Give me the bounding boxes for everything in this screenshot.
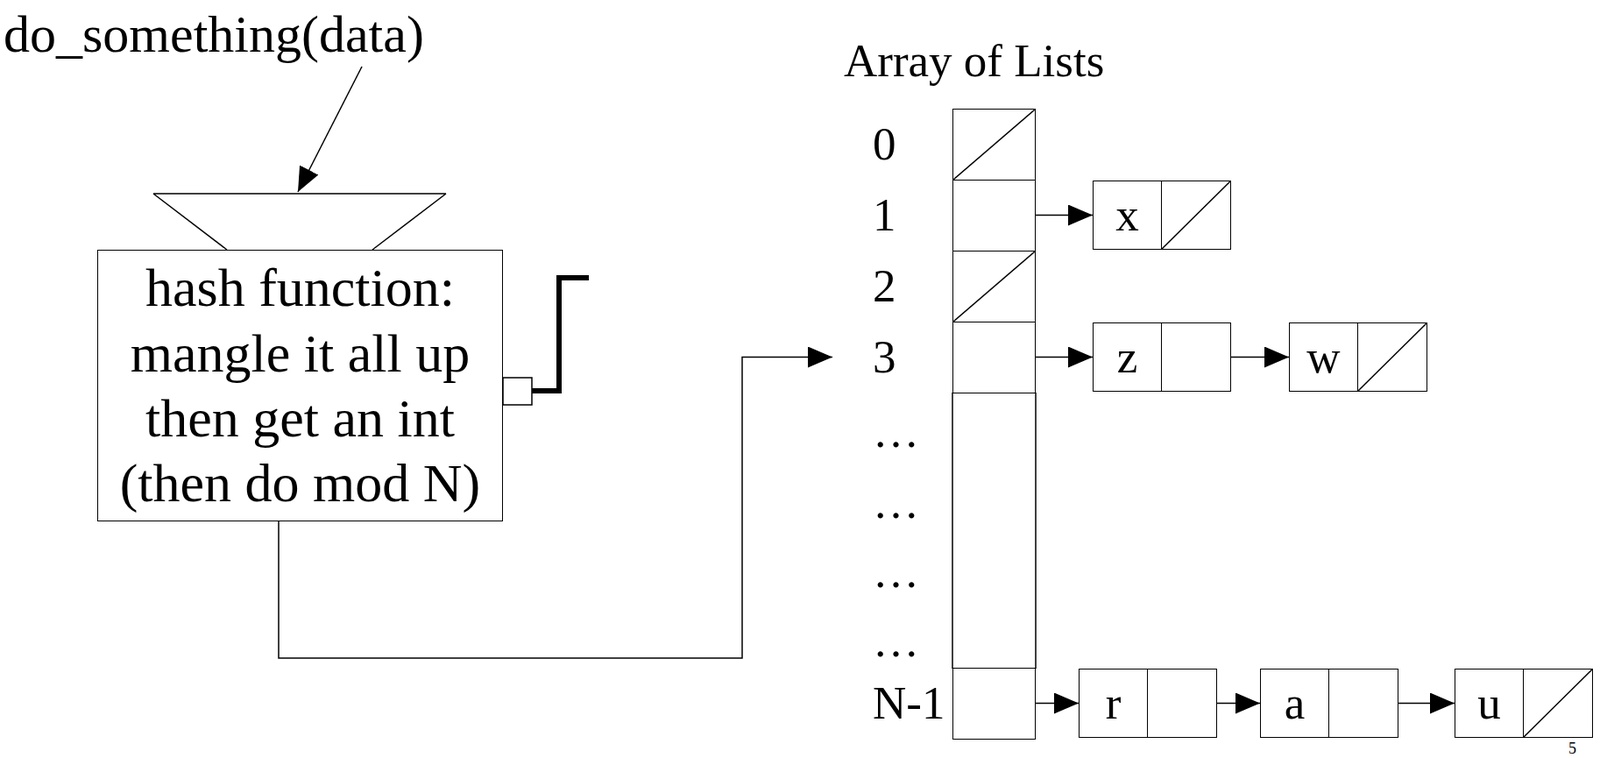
list-value-cell: z xyxy=(1093,323,1162,391)
null-slash xyxy=(1523,669,1593,737)
null-slash-line xyxy=(1358,323,1427,391)
list-pointer-cell xyxy=(1358,323,1427,391)
crank-handle xyxy=(531,277,589,391)
hash-function-box: hash function: mangle it all up then get… xyxy=(97,249,503,522)
ellipsis: … xyxy=(872,405,920,457)
pointer-arrow xyxy=(1231,356,1289,359)
array-cell: 3 xyxy=(832,321,1036,393)
pointer-arrow xyxy=(1035,214,1093,217)
function-call: do_something(data) xyxy=(3,5,425,64)
array-cell: 2 xyxy=(832,250,1036,322)
array-slot xyxy=(952,250,1036,323)
pointer-arrow xyxy=(1217,702,1261,705)
null-slash-line xyxy=(953,109,1035,180)
null-slash-line xyxy=(1523,669,1593,737)
array-body xyxy=(952,392,1036,669)
list-value: r xyxy=(1105,679,1122,727)
list-pointer-cell xyxy=(1161,323,1231,391)
list-value-cell: r xyxy=(1079,669,1148,737)
list-node: a xyxy=(1260,668,1399,738)
list-node: r xyxy=(1078,668,1218,738)
list-value-cell: x xyxy=(1093,181,1162,249)
list-pointer-cell xyxy=(1147,669,1217,737)
pointer-arrow xyxy=(1398,702,1455,705)
array-slot xyxy=(952,108,1036,181)
index-label: 2 xyxy=(872,262,897,310)
array-cell: N-1 xyxy=(832,667,1036,739)
null-slash xyxy=(953,109,1035,180)
null-slash-line xyxy=(1161,181,1231,249)
ellipsis: … xyxy=(872,615,920,666)
array-heading: Array of Lists xyxy=(843,35,1105,86)
ellipsis: … xyxy=(872,476,920,528)
box-text: hash function: mangle it all up then get… xyxy=(101,254,499,517)
pointer-arrow xyxy=(1035,356,1093,359)
null-slash-line xyxy=(953,251,1035,322)
list-node: x xyxy=(1092,180,1232,250)
array-slot xyxy=(952,321,1036,394)
index-label: N-1 xyxy=(872,679,945,727)
index-label: 3 xyxy=(872,333,897,381)
null-slash xyxy=(953,251,1035,322)
page-number: 5 xyxy=(1568,740,1577,757)
list-value: u xyxy=(1477,679,1501,727)
hopper xyxy=(153,193,447,250)
array-slot xyxy=(952,179,1036,252)
array-cell: 1 xyxy=(832,179,1036,251)
list-pointer-cell xyxy=(1161,181,1231,249)
list-pointer-cell xyxy=(1329,669,1398,737)
list-value: w xyxy=(1306,333,1340,381)
crank-hub xyxy=(502,377,532,405)
list-value: a xyxy=(1284,679,1306,727)
index-label: 1 xyxy=(872,191,897,239)
list-node: w xyxy=(1288,322,1428,392)
array-slot xyxy=(952,667,1036,740)
list-value-cell: w xyxy=(1289,323,1359,391)
list-pointer-cell xyxy=(1523,669,1593,737)
list-node: z xyxy=(1092,322,1232,392)
list-value-cell: a xyxy=(1260,669,1330,737)
list-node: u xyxy=(1454,668,1593,738)
list-value-cell: u xyxy=(1455,669,1524,737)
array-cell: 0 xyxy=(832,108,1036,180)
null-slash xyxy=(1161,181,1231,249)
index-label: 0 xyxy=(872,120,897,168)
ellipsis: … xyxy=(872,545,920,597)
pointer-arrow xyxy=(1035,702,1079,705)
input-arrow xyxy=(297,66,362,192)
null-slash xyxy=(1358,323,1427,391)
list-value: z xyxy=(1117,333,1139,381)
list-value: x xyxy=(1115,191,1140,239)
